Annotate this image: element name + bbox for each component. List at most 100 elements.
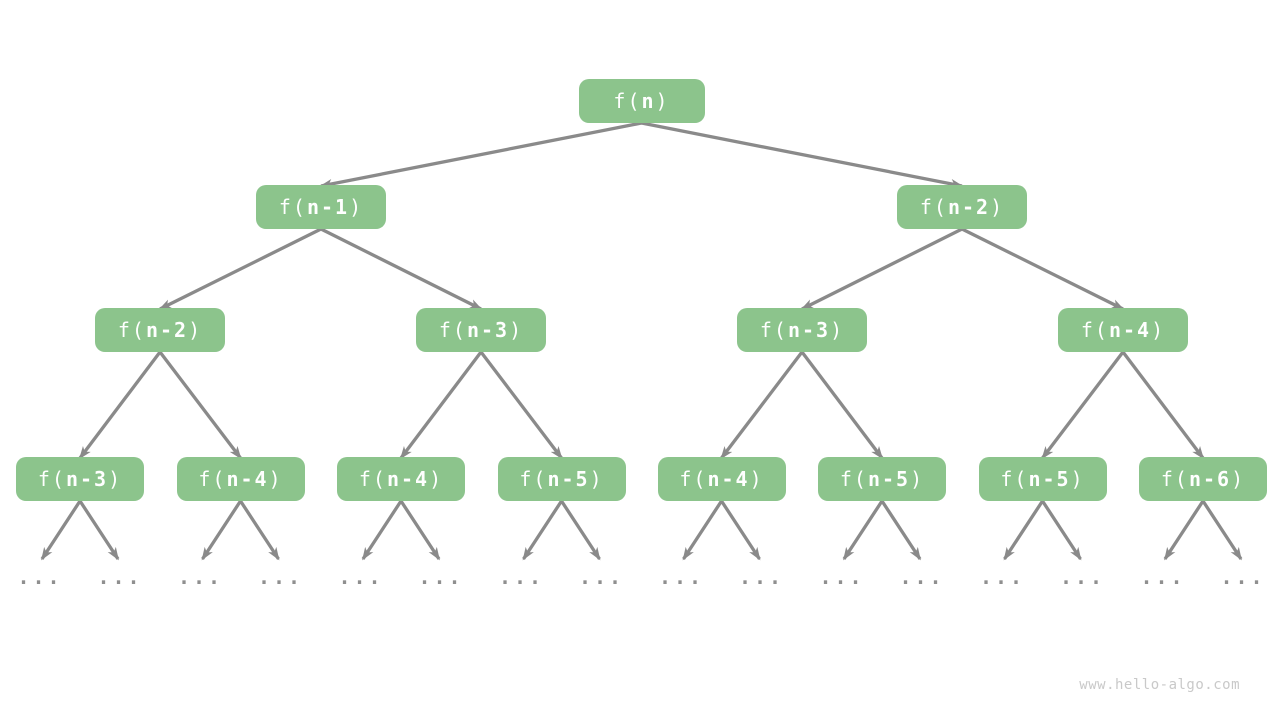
node-label-prefix: f(: [117, 318, 146, 342]
node-label-prefix: f(: [1000, 467, 1029, 491]
leaf-edge: [682, 500, 723, 561]
tree-edge: [961, 227, 1125, 311]
ellipsis: ...: [97, 565, 143, 589]
node-label-suffix: ): [1070, 467, 1085, 491]
tree-node-n3-0: f(n-3): [16, 457, 144, 501]
tree-node-n1-0: f(n-1): [256, 185, 386, 229]
node-label-suffix: ): [1231, 467, 1246, 491]
tree-node-n1-1: f(n-2): [897, 185, 1027, 229]
leaf-edge: [880, 500, 922, 561]
leaf-edge: [720, 500, 761, 561]
tree-node-n2-3: f(n-4): [1058, 308, 1188, 352]
node-label-prefix: f(: [1080, 318, 1109, 342]
node-label-arg: n-2: [947, 195, 991, 219]
node-label-suffix: ): [188, 318, 203, 342]
tree-node-n3-1: f(n-4): [176, 457, 305, 501]
node-label-arg: n-3: [466, 318, 510, 342]
tree-edge: [158, 227, 322, 311]
node-label-arg: n-5: [1028, 467, 1071, 491]
node-label-prefix: f(: [613, 89, 642, 113]
leaf-edge: [399, 500, 441, 561]
leaf-edge: [522, 500, 563, 561]
ellipsis: ...: [658, 565, 705, 589]
ellipsis: ...: [1220, 565, 1266, 589]
node-label-arg: n-4: [1108, 318, 1152, 342]
node-label-prefix: f(: [839, 467, 868, 491]
node-label-suffix: ): [910, 467, 925, 491]
tree-edge: [641, 121, 964, 189]
node-label-prefix: f(: [1160, 467, 1189, 491]
leaf-edge: [239, 500, 280, 561]
ellipsis: ...: [979, 565, 1026, 589]
node-label-arg: n-4: [226, 467, 269, 491]
tree-edge: [720, 351, 804, 460]
leaf-edge: [842, 500, 884, 561]
node-label-suffix: ): [589, 467, 604, 491]
node-label-suffix: ): [429, 467, 444, 491]
node-label-prefix: f(: [438, 318, 467, 342]
ellipsis: ...: [177, 565, 224, 589]
node-label-arg: n-5: [867, 467, 911, 491]
node-label-arg: n: [641, 89, 656, 113]
node-label-arg: n-2: [145, 318, 189, 342]
watermark: www.hello-algo.com: [1079, 677, 1240, 693]
ellipsis: ...: [738, 565, 785, 589]
node-label-arg: n-1: [306, 195, 350, 219]
tree-node-n3-6: f(n-5): [978, 457, 1107, 501]
tree-node-n2-1: f(n-3): [416, 308, 546, 352]
node-label-arg: n-3: [65, 467, 109, 491]
tree-node-n3-5: f(n-5): [818, 457, 946, 501]
tree-node-n3-7: f(n-6): [1139, 457, 1267, 501]
tree-edge: [78, 351, 162, 460]
node-label-prefix: f(: [679, 467, 708, 491]
tree-edge: [1041, 351, 1125, 460]
node-label-prefix: f(: [759, 318, 788, 342]
node-label-suffix: ): [349, 195, 364, 219]
node-label-suffix: ): [509, 318, 524, 342]
ellipsis: ...: [418, 565, 464, 589]
tree-edge: [479, 351, 563, 460]
tree-edge: [399, 351, 483, 460]
ellipsis: ...: [1059, 565, 1106, 589]
leaf-edge: [201, 500, 242, 561]
ellipsis: ...: [899, 565, 945, 589]
tree-edge: [1121, 351, 1205, 460]
tree-edge: [320, 227, 483, 311]
node-label-arg: n-5: [547, 467, 590, 491]
ellipsis: ...: [338, 565, 384, 589]
node-label-suffix: ): [990, 195, 1005, 219]
tree-edge: [800, 227, 963, 311]
ellipsis: ...: [498, 565, 545, 589]
leaf-edge: [78, 500, 120, 561]
node-label-suffix: ): [1151, 318, 1166, 342]
ellipsis: ...: [819, 565, 865, 589]
tree-edge: [158, 351, 242, 460]
tree-node-n0: f(n): [578, 79, 705, 123]
leaf-edge: [361, 500, 403, 561]
ellipsis: ...: [257, 565, 304, 589]
node-label-arg: n-4: [707, 467, 750, 491]
node-label-suffix: ): [655, 89, 670, 113]
tree-node-n3-4: f(n-4): [657, 457, 786, 501]
tree-node-n2-2: f(n-3): [737, 308, 867, 352]
node-label-prefix: f(: [519, 467, 548, 491]
ellipsis: ...: [17, 565, 63, 589]
tree-node-n2-0: f(n-2): [95, 308, 225, 352]
tree-node-n3-2: f(n-4): [337, 457, 465, 501]
leaf-edge: [1163, 500, 1205, 561]
leaf-edge: [40, 500, 82, 561]
tree-node-n3-3: f(n-5): [497, 457, 626, 501]
ellipsis: ...: [578, 565, 625, 589]
leaf-edge: [1003, 500, 1044, 561]
leaf-edge: [1201, 500, 1243, 561]
node-label-suffix: ): [749, 467, 764, 491]
node-label-arg: n-4: [386, 467, 430, 491]
node-label-arg: n-3: [787, 318, 831, 342]
ellipsis: ...: [1140, 565, 1186, 589]
node-label-prefix: f(: [358, 467, 387, 491]
node-label-prefix: f(: [198, 467, 227, 491]
node-label-prefix: f(: [37, 467, 66, 491]
leaf-edge: [1041, 500, 1082, 561]
